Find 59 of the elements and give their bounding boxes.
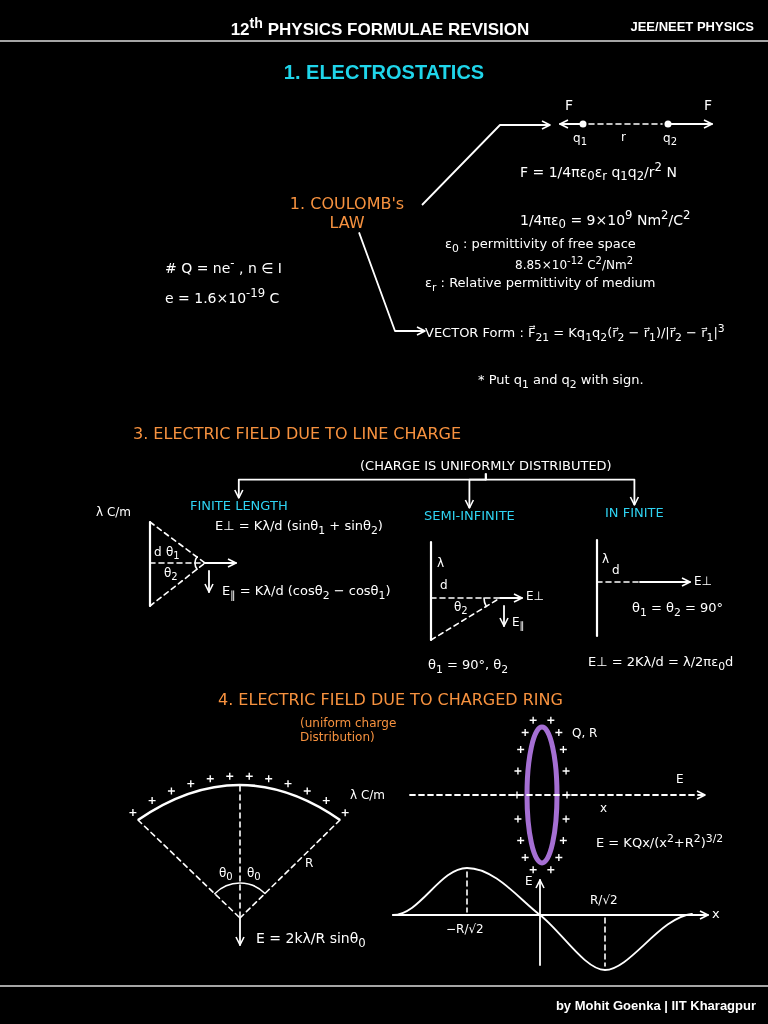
header-text: JEE/NEET PHYSICS	[630, 19, 754, 35]
ring-label: Q, R	[572, 726, 598, 741]
distance-label: d	[440, 578, 448, 593]
subheading-note: (uniform charge Distribution)	[300, 716, 398, 745]
distance-label: d	[612, 563, 620, 578]
angle-label: θ$_{1}$	[166, 545, 180, 563]
note-text: (CHARGE IS UNIFORMLY DISTRIBUTED)	[360, 458, 612, 474]
case-heading: IN FINITE	[605, 505, 664, 521]
angle-condition-text: θ$_{1}$ = 90°, θ$_{2}$	[428, 657, 509, 676]
formula-text: E⊥ = Kλ/d (sinθ$_{1}$ + sinθ$_{2}$)	[215, 518, 383, 537]
constant-value: 8.85×10$^{-12}$ C$^{2}$/Nm$^{2}$	[515, 255, 634, 273]
axis-label: E	[525, 874, 533, 889]
angle-label: θ$_{2}$	[454, 600, 468, 618]
formula-text: VECTOR Form : F⃗$_{21}$ = Kq$_{1}$q$_{2}$(r⃗$_{2}$ − r⃗$_{1}$)/|r⃗$_{2}$ − r⃗$_{1}$|$^{3}$	[425, 322, 725, 344]
definition-text: ε$_{0}$ : permittivity of free space	[445, 236, 636, 255]
tick-label: R/√2	[590, 893, 618, 908]
tick-label: −R/√2	[446, 922, 484, 937]
page-title: 12$^{th}$ PHYSICS FORMULAE REVISION	[230, 15, 530, 41]
formula-text: # Q = ne$^{-}$ , n ∈ I	[165, 256, 282, 277]
arrow	[421, 120, 551, 206]
section-heading: 4. ELECTRIC FIELD DUE TO CHARGED RING	[218, 690, 563, 710]
distance-label: d	[154, 545, 162, 560]
axis-label: x	[712, 906, 720, 922]
section-heading: 3. ELECTRIC FIELD DUE TO LINE CHARGE	[133, 424, 462, 444]
angle-label: θ$_{0}$	[247, 866, 261, 884]
field-label: E$_{∥}$	[512, 615, 525, 633]
formula-text: F = 1/4πε$_{0}$ε$_{r}$ q$_{1}$q$_{2}$/r$^{2}$ N	[520, 160, 677, 184]
section-heading: 1. COULOMB's LAW	[272, 194, 422, 233]
chapter-heading: 1. ELECTROSTATICS	[283, 60, 485, 84]
charge-label: q$_{2}$	[663, 131, 677, 149]
angle-label: θ$_{0}$	[219, 866, 233, 884]
force-label: F	[704, 97, 713, 114]
formula-text: E$_{∥}$ = Kλ/d (cosθ$_{2}$ − cosθ$_{1}$)	[222, 583, 391, 602]
formula-text: E⊥ = 2Kλ/d = λ/2πε$_{0}$d	[588, 654, 734, 673]
definition-text: ε$_{r}$ : Relative permittivity of medium	[425, 275, 656, 294]
case-heading: SEMI-INFINITE	[424, 508, 515, 524]
arrow	[484, 472, 640, 506]
formula-text: e = 1.6×10$^{-19}$ C	[165, 286, 280, 307]
field-label: E⊥	[694, 574, 713, 589]
angle-condition-text: θ$_{1}$ = θ$_{2}$ = 90°	[632, 600, 724, 619]
charge-density-label: λ	[602, 552, 610, 567]
case-heading: FINITE LENGTH	[190, 498, 288, 514]
angle-label: θ$_{2}$	[164, 566, 178, 584]
field-label: E	[676, 772, 684, 787]
distance-label: x	[600, 801, 608, 816]
note-text: * Put q$_{1}$ and q$_{2}$ with sign.	[478, 372, 644, 391]
distance-label: r	[621, 130, 626, 145]
formula-text: E = 2kλ/R sinθ$_{0}$	[256, 930, 366, 950]
charge-density-label: λ	[437, 556, 445, 571]
arrow	[358, 231, 426, 336]
footer-credit: by Mohit Goenka | IIT Kharagpur	[555, 998, 756, 1014]
formula-text: E = KQx/(x$^{2}$+R$^{2}$)$^{3/2}$	[596, 832, 724, 851]
charge-label: q$_{1}$	[573, 131, 587, 149]
formula-text: 1/4πε$_{0}$ = 9×10$^{9}$ Nm$^{2}$/C$^{2}$	[520, 208, 691, 232]
charge-density-label: λ C/m	[350, 788, 386, 803]
field-label: E⊥	[526, 589, 545, 604]
force-label: F	[565, 97, 574, 114]
radius-label: R	[305, 856, 314, 871]
charge-density-label: λ C/m	[96, 505, 132, 520]
